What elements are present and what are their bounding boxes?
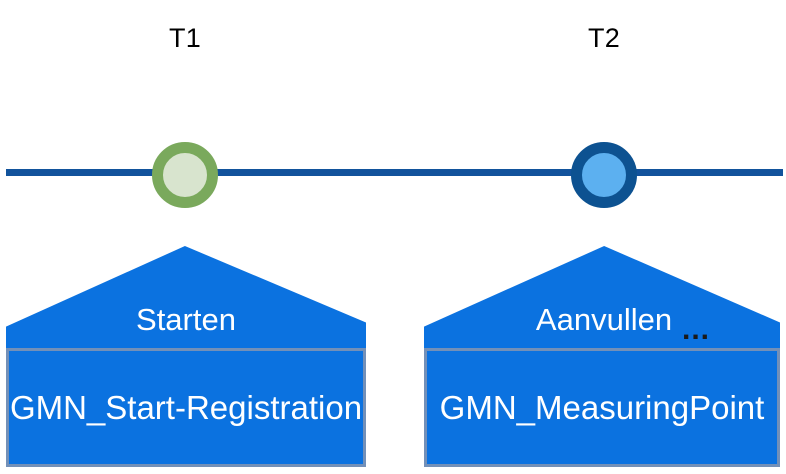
event-block-start[interactable]: Starten GMN_Start-Registration: [6, 246, 366, 467]
tick-label-t1: T1: [168, 23, 202, 53]
event-body-start[interactable]: GMN_Start-Registration: [6, 348, 366, 467]
event-message-label-start: GMN_Start-Registration: [9, 389, 363, 426]
event-message-label-update: GMN_MeasuringPoint: [439, 389, 765, 426]
event-block-update[interactable]: Aanvullen ... GMN_MeasuringPoint: [424, 246, 780, 467]
event-action-ellipsis-icon: ...: [682, 313, 711, 346]
event-action-label-start: Starten: [136, 302, 236, 337]
timeline-marker-t1[interactable]: [152, 142, 218, 208]
timeline-axis: [6, 169, 783, 176]
tick-label-t2: T2: [587, 23, 621, 53]
event-roof-update: Aanvullen ...: [424, 246, 780, 348]
timeline-marker-t2[interactable]: [571, 142, 637, 208]
event-roof-start: Starten: [6, 246, 366, 348]
event-body-update[interactable]: GMN_MeasuringPoint: [424, 348, 780, 467]
event-action-label-update: Aanvullen: [535, 302, 673, 337]
